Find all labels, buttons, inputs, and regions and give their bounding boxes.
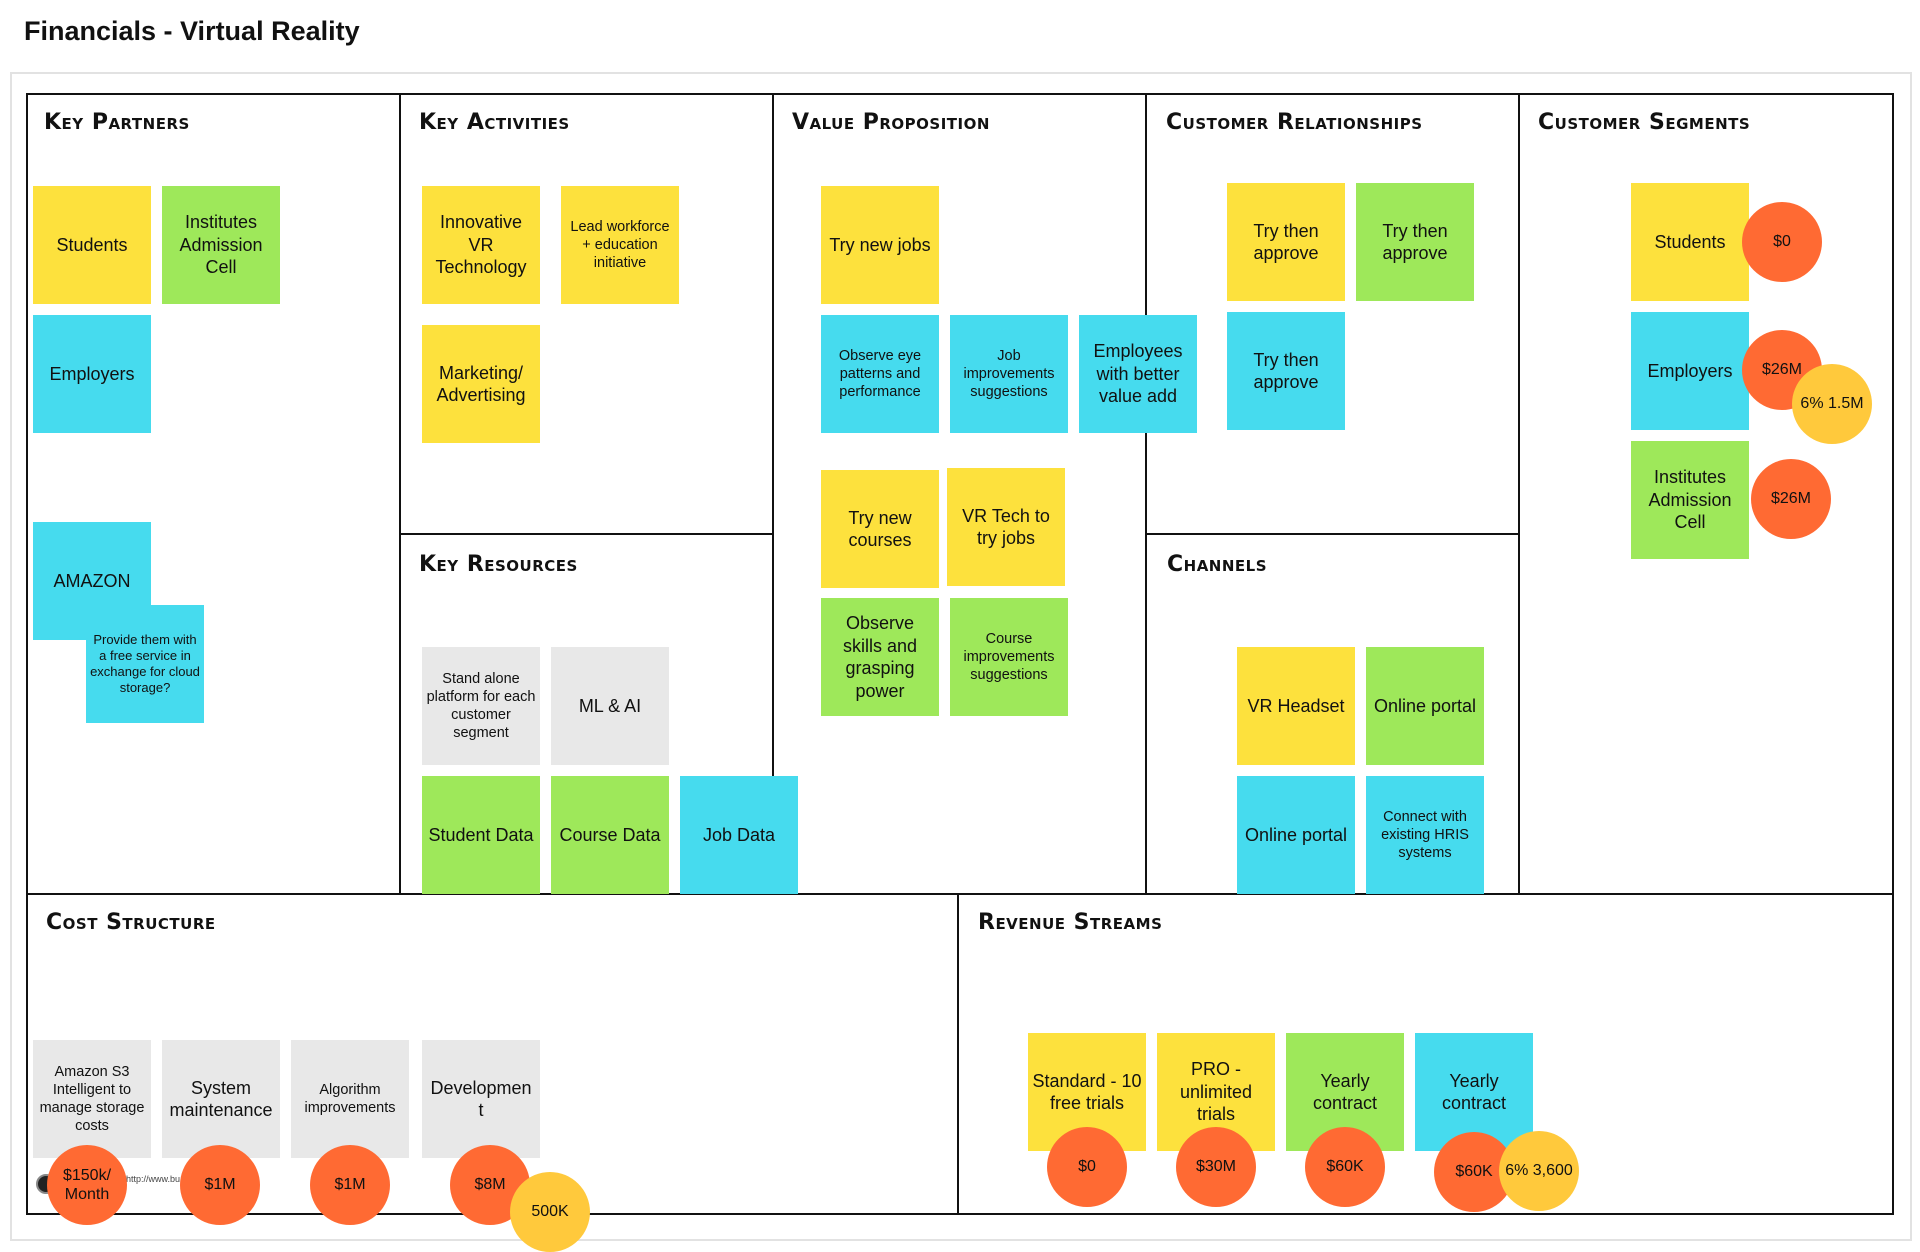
sticky-note-try-approve-yellow[interactable]: Try then approve bbox=[1227, 183, 1345, 301]
canvas-divider-col3 bbox=[1145, 93, 1147, 894]
sticky-note-online-portal-green[interactable]: Online portal bbox=[1366, 647, 1484, 765]
sticky-note-students-partner[interactable]: Students bbox=[33, 186, 151, 304]
cost-dot-algorithm: $1M bbox=[310, 1145, 390, 1225]
canvas-border-right bbox=[1892, 93, 1894, 1215]
sticky-note-students-segment[interactable]: Students bbox=[1631, 183, 1749, 301]
cost-dot-system: $1M bbox=[180, 1145, 260, 1225]
canvas-divider-col4 bbox=[1518, 93, 1520, 894]
canvas-border-left bbox=[26, 93, 28, 1215]
sticky-note-employees-value[interactable]: Employees with better value add bbox=[1079, 315, 1197, 433]
sticky-note-development[interactable]: Developmen t bbox=[422, 1040, 540, 1158]
canvas-border-top bbox=[26, 93, 1894, 95]
sticky-note-employers-segment[interactable]: Employers bbox=[1631, 312, 1749, 430]
canvas-divider-col1 bbox=[399, 93, 401, 894]
revenue-dot-yearly-green: $60K bbox=[1305, 1127, 1385, 1207]
sticky-note-lead-workforce[interactable]: Lead workforce + education initiative bbox=[561, 186, 679, 304]
section-title-customer-segments: Customer Segments bbox=[1538, 110, 1751, 135]
sticky-note-observe-skills[interactable]: Observe skills and grasping power bbox=[821, 598, 939, 716]
canvas-divider-col2 bbox=[772, 93, 774, 894]
sticky-note-course-data[interactable]: Course Data bbox=[551, 776, 669, 894]
canvas-divider-activities-resources bbox=[400, 533, 773, 535]
sticky-note-marketing[interactable]: Marketing/ Advertising bbox=[422, 325, 540, 443]
sticky-note-institutes-segment[interactable]: Institutes Admission Cell bbox=[1631, 441, 1749, 559]
section-title-value-proposition: Value Proposition bbox=[792, 110, 990, 135]
sticky-note-hris[interactable]: Connect with existing HRIS systems bbox=[1366, 776, 1484, 894]
sticky-note-employers-partner[interactable]: Employers bbox=[33, 315, 151, 433]
section-title-customer-relationships: Customer Relationships bbox=[1166, 110, 1423, 135]
sticky-note-amazon-s3[interactable]: Amazon S3 Intelligent to manage storage … bbox=[33, 1040, 151, 1158]
sticky-note-algorithm-improvements[interactable]: Algorithm improvements bbox=[291, 1040, 409, 1158]
sticky-note-try-approve-green[interactable]: Try then approve bbox=[1356, 183, 1474, 301]
page-title: Financials - Virtual Reality bbox=[24, 16, 360, 46]
sticky-note-student-data[interactable]: Student Data bbox=[422, 776, 540, 894]
sticky-note-institutes-partner[interactable]: Institutes Admission Cell bbox=[162, 186, 280, 304]
sticky-note-try-new-courses[interactable]: Try new courses bbox=[821, 470, 939, 588]
canvas-divider-horizontal-main bbox=[26, 893, 1894, 895]
sticky-note-yearly-contract-cyan[interactable]: Yearly contract bbox=[1415, 1033, 1533, 1151]
canvas-border-bottom bbox=[26, 1213, 1894, 1215]
revenue-dot-standard: $0 bbox=[1047, 1127, 1127, 1207]
section-title-key-resources: Key Resources bbox=[419, 552, 578, 577]
revenue-dot-institutes: $26M bbox=[1751, 459, 1831, 539]
sticky-note-vr-headset[interactable]: VR Headset bbox=[1237, 647, 1355, 765]
section-title-cost-structure: Cost Structure bbox=[46, 910, 216, 935]
sticky-note-pro-unlimited[interactable]: PRO - unlimited trials bbox=[1157, 1033, 1275, 1151]
share-dot-employers: 6% 1.5M bbox=[1792, 364, 1872, 444]
sticky-note-try-approve-cyan[interactable]: Try then approve bbox=[1227, 312, 1345, 430]
sticky-note-vr-technology[interactable]: Innovative VR Technology bbox=[422, 186, 540, 304]
canvas-divider-cost-revenue bbox=[957, 894, 959, 1214]
sticky-note-system-maintenance[interactable]: System maintenance bbox=[162, 1040, 280, 1158]
section-title-revenue-streams: Revenue Streams bbox=[978, 910, 1163, 935]
sticky-note-online-portal-cyan[interactable]: Online portal bbox=[1237, 776, 1355, 894]
sticky-note-observe-eye[interactable]: Observe eye patterns and performance bbox=[821, 315, 939, 433]
cost-dot-amazon-s3: $150k/ Month bbox=[47, 1145, 127, 1225]
sticky-note-standalone-platform[interactable]: Stand alone platform for each customer s… bbox=[422, 647, 540, 765]
share-dot-yearly-cyan: 6% 3,600 bbox=[1499, 1131, 1579, 1211]
section-title-key-activities: Key Activities bbox=[419, 110, 570, 135]
canvas-divider-relationships-channels bbox=[1146, 533, 1519, 535]
revenue-dot-pro: $30M bbox=[1176, 1127, 1256, 1207]
sticky-note-course-improvements[interactable]: Course improvements suggestions bbox=[950, 598, 1068, 716]
cost-dot-development-extra: 500K bbox=[510, 1172, 590, 1252]
sticky-note-ml-ai[interactable]: ML & AI bbox=[551, 647, 669, 765]
sticky-note-job-data[interactable]: Job Data bbox=[680, 776, 798, 894]
sticky-note-job-improvements[interactable]: Job improvements suggestions bbox=[950, 315, 1068, 433]
sticky-note-amazon-proposal[interactable]: Provide them with a free service in exch… bbox=[86, 605, 204, 723]
sticky-note-vr-tech-jobs[interactable]: VR Tech to try jobs bbox=[947, 468, 1065, 586]
section-title-channels: Channels bbox=[1167, 552, 1268, 577]
sticky-note-try-new-jobs[interactable]: Try new jobs bbox=[821, 186, 939, 304]
revenue-dot-students: $0 bbox=[1742, 202, 1822, 282]
section-title-key-partners: Key Partners bbox=[44, 110, 190, 135]
